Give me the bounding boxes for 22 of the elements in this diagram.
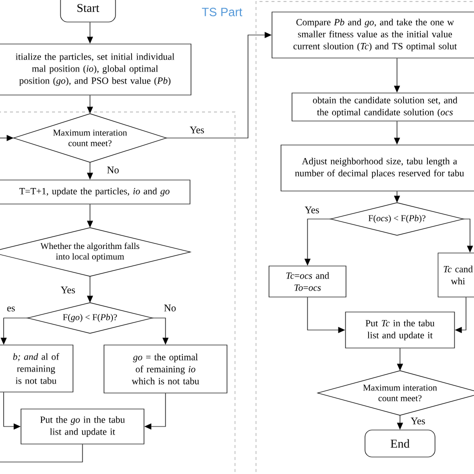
terminal-box: Start [60, 0, 116, 22]
process-box: Adjust neighborhood size, tabu length a number of decimal places reserved for tabu [280, 144, 474, 192]
edge-label: Yes [188, 126, 206, 134]
process-box: T=T+1, update the particles, io and go [0, 180, 190, 204]
process-box: Tc cand whi [438, 252, 474, 298]
connector-line [0, 444, 83, 462]
process-box: Tc=ocs and To=ocs [268, 266, 346, 298]
terminal-box: End [364, 430, 436, 458]
edge-label: es [6, 306, 16, 312]
edge-label: No [106, 166, 120, 174]
process-box: go = the optimal of remaining io which is not tabu [104, 344, 228, 394]
process-box: Compare Pb and go, and take the one w smaller fitness value as the initial value current sloution (Tc) and TS optimal solut [272, 12, 474, 58]
process-box: b; and al of remaining is not tabu [0, 344, 74, 392]
section-label: TS Part [202, 8, 242, 16]
process-box: Put Tc in the tabu list and update it [345, 312, 455, 348]
edge-label: No [162, 304, 178, 312]
process-box: itialize the particles, set initial individual mal position (io), global optimal position (go), and PSO best value (Pb) [0, 44, 192, 96]
edge-label: Yes [60, 286, 76, 294]
process-box: obtain the candidate solution set, and the optimal candidate solution (ocs [292, 92, 474, 122]
edge-label: Yes [304, 206, 320, 214]
edge-label: Yes [410, 416, 426, 426]
process-box: Put the go in the tabu list and update it [20, 408, 144, 444]
